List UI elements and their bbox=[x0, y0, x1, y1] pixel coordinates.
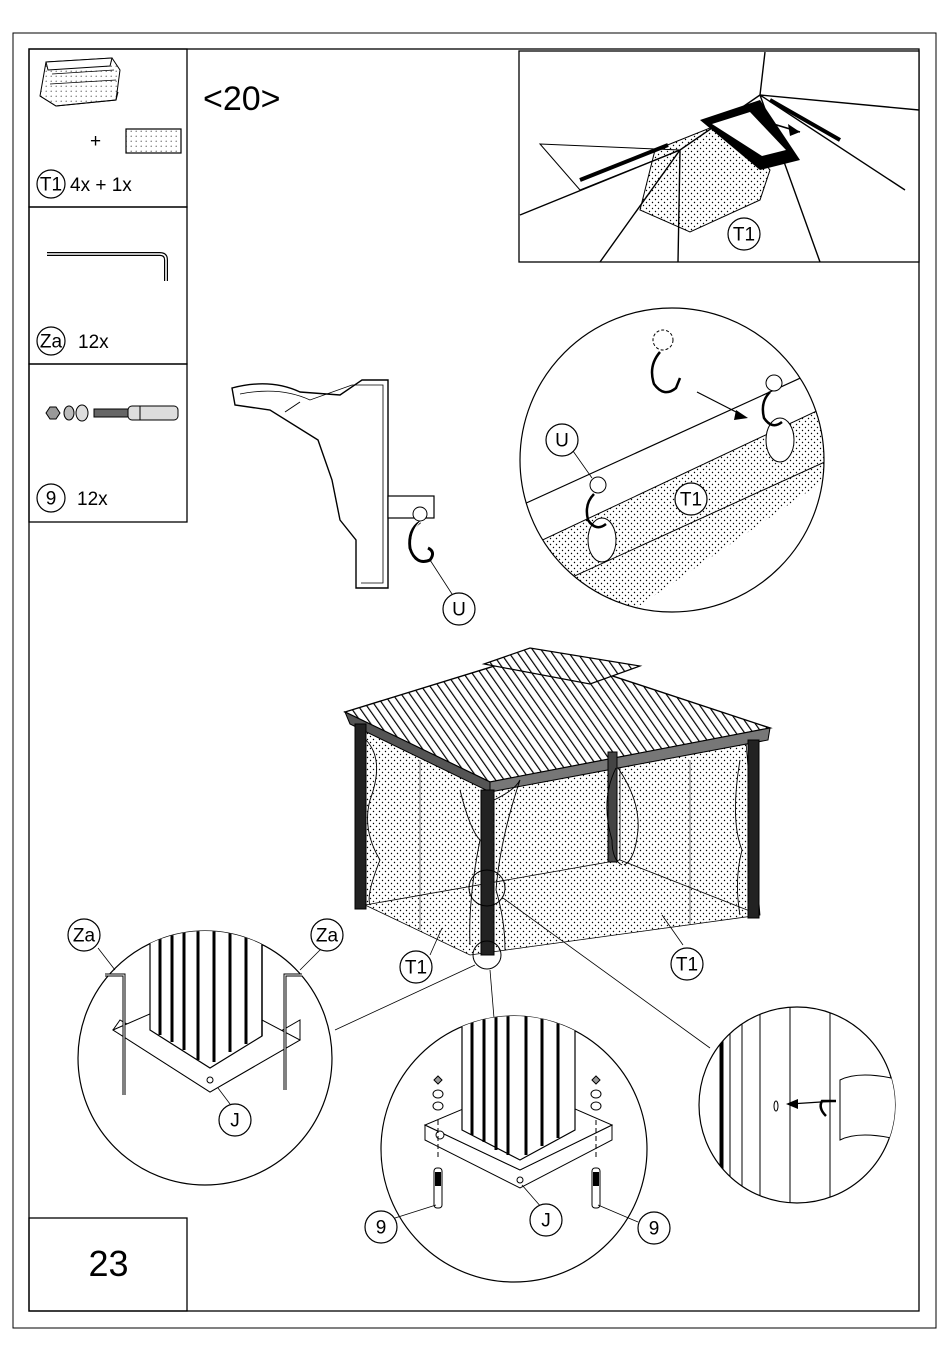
callout-hook-u: U bbox=[452, 600, 466, 621]
callout-za-right: Za bbox=[316, 926, 339, 947]
callout-j-left: J bbox=[230, 1111, 240, 1132]
callout-gazebo-t1-right: T1 bbox=[676, 955, 698, 976]
part-9-qty: 12x bbox=[77, 489, 108, 510]
cornice-profile-drawing bbox=[232, 380, 434, 588]
callout-circle-t1: T1 bbox=[680, 490, 702, 511]
callout-circle-u: U bbox=[555, 431, 569, 452]
part-t1-id: T1 bbox=[40, 175, 62, 196]
post-slot-circle bbox=[699, 1000, 900, 1210]
callout-9-right: 9 bbox=[649, 1219, 660, 1240]
hook-detail-circle bbox=[500, 308, 840, 700]
callout-top-t1: T1 bbox=[733, 225, 755, 246]
part-za-id: Za bbox=[40, 332, 63, 353]
allen-key-icon bbox=[47, 254, 166, 281]
anchor-bolt-set-icon bbox=[46, 405, 178, 421]
part-za-qty: 12x bbox=[78, 332, 109, 353]
callout-gazebo-t1-left: T1 bbox=[405, 958, 427, 979]
part-9-id: 9 bbox=[46, 489, 57, 510]
net-curtain-panel-icon bbox=[40, 58, 181, 153]
post-allen-key-circle bbox=[78, 930, 332, 1185]
callout-9-left: 9 bbox=[376, 1218, 387, 1239]
gazebo-drawing bbox=[345, 648, 770, 969]
part-t1-plus: + bbox=[90, 131, 101, 152]
page-number: 23 bbox=[30, 1218, 187, 1310]
part-t1-qty: 4x + 1x bbox=[70, 175, 132, 196]
callout-za-left: Za bbox=[73, 926, 96, 947]
callout-j-bottom: J bbox=[541, 1211, 551, 1232]
post-anchor-bolt-circle bbox=[381, 1010, 647, 1282]
roof-panel-detail bbox=[519, 51, 919, 262]
net-roof-panel-icon bbox=[126, 129, 181, 153]
step-number: <20> bbox=[203, 80, 281, 119]
